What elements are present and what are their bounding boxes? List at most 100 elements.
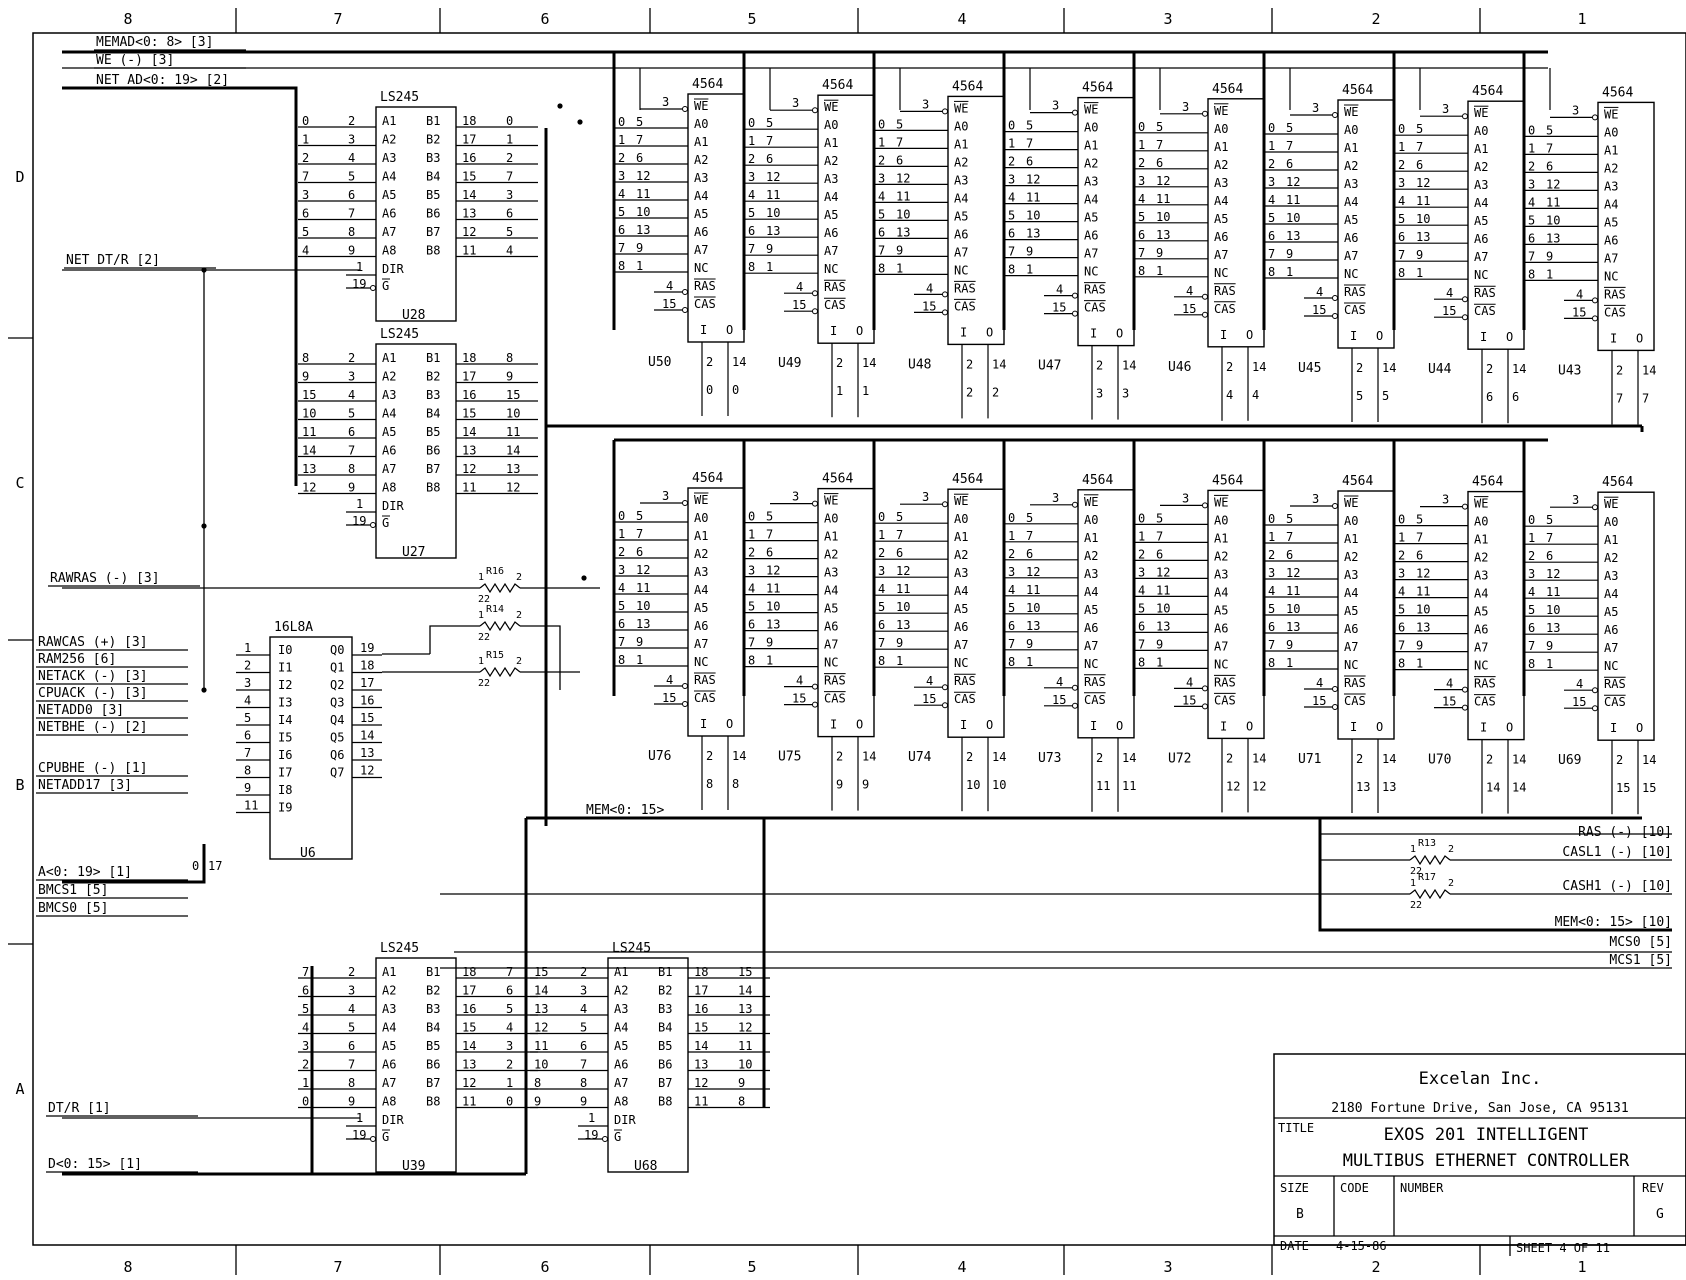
- pin-number: 4: [244, 694, 251, 708]
- cas-route: [520, 625, 561, 690]
- pin-name: Q2: [330, 678, 344, 692]
- chip-body: [607, 957, 689, 1173]
- pin-name: A0: [1474, 124, 1488, 138]
- zone-column-top: 4: [957, 10, 966, 28]
- pin-number: 12: [1156, 565, 1170, 579]
- pin-number: 10: [1546, 213, 1560, 227]
- chip-type: 4564: [1212, 473, 1243, 488]
- bus-bit: 8: [1528, 267, 1535, 281]
- net-label: NETADD0 [3]: [38, 703, 124, 718]
- resistor-ref: R16: [486, 566, 504, 577]
- bus-bit: 1: [1398, 140, 1405, 154]
- pin-name: A4: [1214, 585, 1228, 599]
- zone-column-bottom: 4: [957, 1258, 966, 1276]
- pin-name: A7: [954, 638, 968, 652]
- bus-bit: 5: [302, 225, 309, 239]
- bus-bit: 1: [1008, 529, 1015, 543]
- pin-number: 11: [636, 581, 650, 595]
- pin-number: 13: [1416, 230, 1430, 244]
- pin-number: 13: [1026, 619, 1040, 633]
- inversion-bubble: [942, 501, 948, 508]
- pin-number: 11: [462, 244, 476, 258]
- pin-number: 13: [636, 223, 650, 237]
- bus-bit: 6: [506, 207, 513, 221]
- number-label: NUMBER: [1400, 1181, 1444, 1195]
- pin-number: 13: [1546, 621, 1560, 635]
- pin-name: RAS: [1474, 677, 1496, 691]
- pin-name: A1: [1604, 143, 1618, 157]
- bus-bit: 0: [1138, 511, 1145, 525]
- zone-column-bottom: 5: [747, 1258, 756, 1276]
- pin-name: A2: [1084, 549, 1098, 563]
- title-block-frame: [1273, 1053, 1686, 1246]
- pin-name: A1: [824, 530, 838, 544]
- pin-number: 5: [1286, 512, 1293, 526]
- pin-number: 1: [766, 260, 773, 274]
- pin-number: 1: [356, 260, 363, 274]
- bus-bit: 3: [1528, 177, 1535, 191]
- pin-number: 18: [462, 965, 476, 979]
- resistor-ref: R17: [1418, 872, 1436, 883]
- bus-bit: 14: [534, 984, 548, 998]
- pin-name: A6: [382, 444, 396, 458]
- pin-name: A2: [614, 984, 628, 998]
- pin-number: 18: [694, 965, 708, 979]
- bus-bit: 7: [748, 636, 755, 650]
- pin-number: 4: [1576, 677, 1583, 691]
- pin-number: 1: [766, 654, 773, 668]
- pin-name: DIR: [382, 499, 404, 513]
- pin-number: 11: [1546, 195, 1560, 209]
- pin-name: A7: [382, 462, 396, 476]
- bus-bit: 4: [1138, 192, 1145, 206]
- code-label: CODE: [1340, 1181, 1369, 1195]
- resistor-pin: 1: [1410, 878, 1416, 889]
- bus-bit: 8: [618, 259, 625, 273]
- pin-number: 2: [706, 355, 713, 369]
- pin-number: 2: [348, 965, 355, 979]
- chip-ref: U39: [402, 1159, 425, 1174]
- pin-number: 10: [1546, 603, 1560, 617]
- pin-name: WE: [1604, 107, 1618, 121]
- bus-bit: 2: [748, 546, 755, 560]
- pin-number: 7: [1286, 530, 1293, 544]
- bus-bit: 0: [1008, 511, 1015, 525]
- bus-bit: 2: [878, 546, 885, 560]
- pin-number: 7: [348, 444, 355, 458]
- bus-bit: 0: [878, 510, 885, 524]
- pin-name: CAS: [954, 692, 976, 706]
- company-address: 2180 Fortune Drive, San Jose, CA 95131: [1331, 1101, 1628, 1116]
- bus-bit: 10: [302, 407, 316, 421]
- pin-name: A1: [1344, 141, 1358, 155]
- chip-ref: U45: [1298, 361, 1321, 376]
- pin-number: 1: [1156, 264, 1163, 278]
- pin-number: 9: [1026, 245, 1033, 259]
- pin-name: A5: [1474, 214, 1488, 228]
- bus-bit: 2: [748, 152, 755, 166]
- title-line-2: MULTIBUS ETHERNET CONTROLLER: [1343, 1151, 1630, 1171]
- pin-name: RAS: [824, 280, 846, 294]
- pin-name: DIR: [382, 1113, 404, 1127]
- chip-type: LS245: [380, 90, 419, 105]
- pin-name: NC: [824, 262, 838, 276]
- pin-name: I9: [278, 801, 292, 815]
- inversion-bubble: [1332, 313, 1338, 319]
- pin-number: 15: [1312, 303, 1326, 317]
- bus-bit: 12: [506, 481, 520, 495]
- pin-number: 6: [1416, 549, 1423, 563]
- pin-number: 13: [766, 224, 780, 238]
- bus-bit: 8: [748, 654, 755, 668]
- pin-name: A5: [1474, 605, 1488, 619]
- pin-name: B6: [426, 1058, 440, 1072]
- pin-name: WE: [1084, 495, 1098, 509]
- bus-bit: 10: [506, 407, 520, 421]
- pin-number: 4: [1056, 675, 1063, 689]
- pin-name: CAS: [1474, 304, 1496, 318]
- q0-route: [429, 625, 480, 654]
- pin-number: 14: [1122, 359, 1136, 373]
- pin-number: 5: [636, 115, 643, 129]
- chip-body: [375, 343, 457, 559]
- pin-name: WE: [1344, 496, 1358, 510]
- bus-bit: 3: [1138, 174, 1145, 188]
